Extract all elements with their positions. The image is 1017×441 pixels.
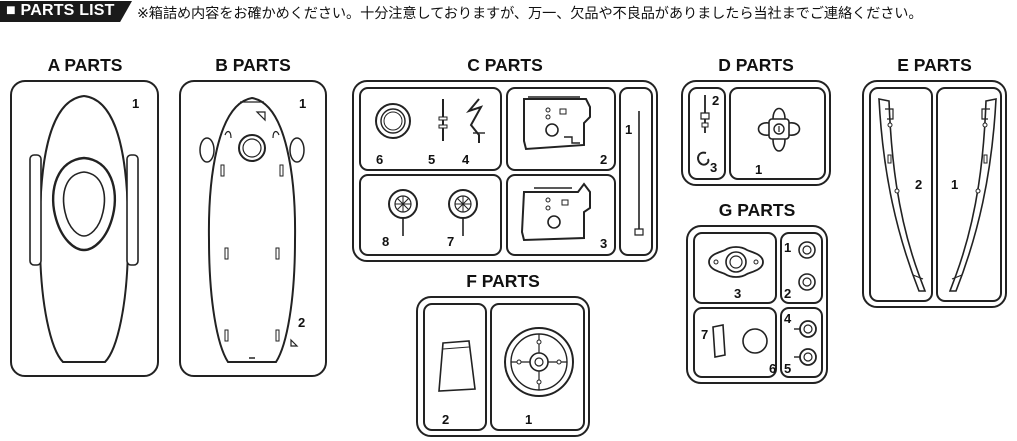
f-parts-frame: 2 1 [416,296,590,437]
c-cell-3: 3 [506,174,616,256]
c-part-1-number: 1 [625,122,633,137]
g-part-5-number: 5 [784,361,792,376]
f-part-2-number: 2 [442,412,450,427]
g-cell-7-6: 7 6 [693,307,777,378]
e-part-2-drawing [875,95,931,295]
g-part-7-number: 7 [701,327,709,342]
c-part-3-drawing [518,180,602,246]
g-part-6-number: 6 [769,361,777,376]
c-part-6-number: 6 [376,152,384,167]
d-parts-frame: 2 3 1 [681,80,831,186]
d-part-2-number: 2 [712,93,720,108]
d-parts-2-3-drawing [692,93,722,175]
parts-list-badge-label: ■ PARTS LIST [6,2,115,19]
d-part-1-number: 1 [755,162,763,177]
d-parts-title: D PARTS [718,55,794,75]
f-parts-title: F PARTS [466,271,540,291]
b-part-1-number: 1 [299,96,307,111]
f-cell-1: 1 [490,303,585,431]
d-part-1-propeller [741,99,817,161]
c-parts-8-7-drawing [385,186,485,242]
c-part-5-number: 5 [428,152,436,167]
e-part-1-drawing [942,95,1000,295]
g-parts-4-5-drawing [792,315,820,373]
d-part-3-number: 3 [710,160,718,175]
g-cell-4-5: 4 5 [780,307,823,378]
g-cell-1-2: 1 2 [780,232,823,304]
c-cell-6-5-4: 6 5 4 [359,87,502,171]
f-part-2-drawing [435,339,479,393]
e-parts-frame: 2 1 [862,80,1007,308]
d-cell-1: 1 [729,87,826,180]
d-cell-2-3: 2 3 [688,87,726,180]
g-part-3-drawing [701,242,771,282]
c-cell-2: 2 [506,87,616,171]
a-parts-title: A PARTS [47,55,123,75]
b-parts-title: B PARTS [215,55,291,75]
a-part-1-hull [27,90,142,370]
f-part-1-drawing [500,325,578,399]
parts-list-notice: ※箱詰め内容をお確かめください。十分注意しておりますが、万一、欠品や不良品があり… [137,6,923,22]
b-parts-frame: 1 2 [179,80,327,377]
g-parts-title: G PARTS [718,200,796,220]
e-cell-2: 2 [869,87,933,302]
g-parts-7-6-drawing [709,321,773,361]
f-cell-2: 2 [423,303,487,431]
c-part-4-number: 4 [462,152,470,167]
e-part-2-number: 2 [915,177,923,192]
c-parts-6-5-4-drawing [367,99,497,159]
c-part-2-drawing [520,95,600,157]
c-part-2-number: 2 [600,152,608,167]
g-part-2-number: 2 [784,286,792,301]
c-part-1-drawing [632,111,646,241]
b-part-1-hull [195,90,310,370]
c-part-3-number: 3 [600,236,608,251]
g-part-3-number: 3 [734,286,742,301]
b-part-2-number: 2 [298,315,306,330]
g-cell-3: 3 [693,232,777,304]
a-parts-frame: 1 [10,80,159,377]
c-cell-1: 1 [619,87,653,256]
parts-list-header: ■ PARTS LIST ※箱詰め内容をお確かめください。十分注意しておりますが… [0,0,1017,24]
e-part-1-number: 1 [951,177,959,192]
e-cell-1: 1 [936,87,1002,302]
e-parts-title: E PARTS [897,55,972,75]
g-parts-1-2-drawing [796,238,818,298]
c-part-7-number: 7 [447,234,455,249]
c-parts-title: C PARTS [467,55,543,75]
c-part-8-number: 8 [382,234,390,249]
f-part-1-number: 1 [525,412,533,427]
c-parts-frame: 6 5 4 2 1 [352,80,658,262]
g-parts-frame: 3 1 2 7 6 4 5 [686,225,828,384]
parts-list-badge: ■ PARTS LIST [0,1,132,22]
g-part-4-number: 4 [784,311,792,326]
g-part-1-number: 1 [784,240,792,255]
a-part-1-number: 1 [132,96,140,111]
c-cell-8-7: 8 7 [359,174,502,256]
